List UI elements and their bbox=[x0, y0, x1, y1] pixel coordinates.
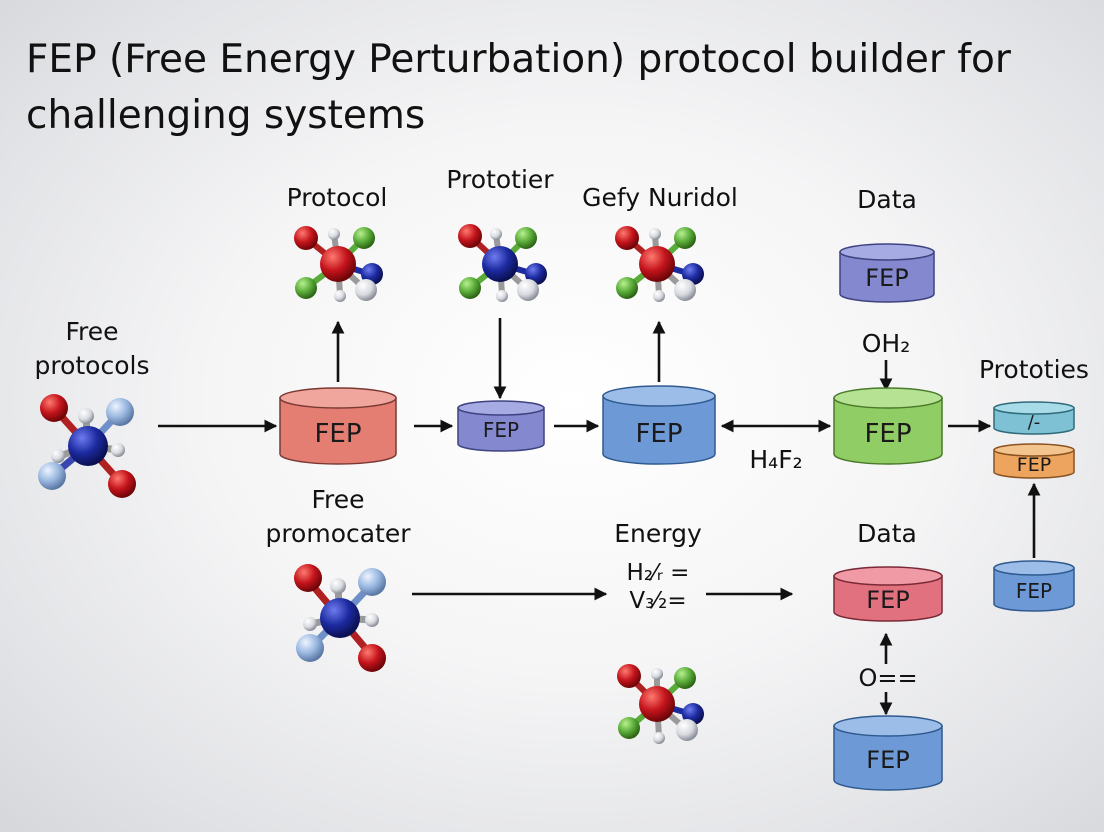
label-prototies: Prototies bbox=[979, 355, 1089, 384]
cylinder-fep-nuridol: FEP bbox=[602, 385, 716, 465]
molecule-free-protocols bbox=[38, 394, 136, 498]
cylinder-label: FEP bbox=[864, 419, 911, 449]
cylinder-fep-right-bottom: FEP bbox=[993, 560, 1075, 612]
cylinder-label: FEP bbox=[314, 419, 361, 449]
cylinder-fep-bottom: FEP bbox=[833, 715, 943, 791]
label-h4f2: H₄F₂ bbox=[749, 445, 802, 474]
label-data-bottom: Data bbox=[857, 519, 917, 548]
molecule-gefy-nuridol bbox=[615, 226, 704, 302]
label-free-promocater-line1: Free bbox=[311, 485, 364, 514]
label-gefy-nuridol: Gefy Nuridol bbox=[582, 183, 738, 212]
label-free-protocols-line1: Free bbox=[65, 317, 118, 346]
label-energy-eq2: V₃⁄₂= bbox=[629, 588, 686, 614]
connector-arrows bbox=[158, 318, 1041, 716]
label-data-top: Data bbox=[857, 185, 917, 214]
cylinder-slash-prototies: /- bbox=[993, 401, 1075, 435]
cylinder-label: FEP bbox=[1016, 579, 1052, 603]
cylinder-fep-data-top: FEP bbox=[839, 243, 935, 303]
cylinder-label: FEP bbox=[865, 264, 908, 292]
cylinder-fep-protocol: FEP bbox=[279, 387, 397, 465]
cylinder-label: FEP bbox=[866, 586, 909, 614]
cylinder-fep-orange: FEP bbox=[993, 443, 1075, 479]
cylinder-label: FEP bbox=[483, 418, 519, 442]
cylinder-label: FEP bbox=[866, 746, 909, 774]
cylinder-label: FEP bbox=[635, 419, 682, 449]
cylinder-fep-data-bottom: FEP bbox=[833, 566, 943, 622]
molecule-free-promocater bbox=[294, 564, 386, 672]
molecule-bottom-center bbox=[617, 664, 704, 744]
cylinder-fep-green: FEP bbox=[833, 387, 943, 465]
label-oh2: OH₂ bbox=[862, 329, 911, 358]
label-prototier: Prototier bbox=[446, 165, 554, 194]
label-free-promocater-line2: promocater bbox=[265, 519, 411, 548]
label-o-eq: O== bbox=[858, 664, 917, 692]
page-title: FEP (Free Energy Perturbation) protocol … bbox=[26, 37, 1011, 138]
label-energy-eq1: H₂⁄ᵣ = bbox=[627, 560, 690, 586]
molecule-prototier bbox=[458, 224, 547, 302]
label-energy: Energy bbox=[614, 519, 702, 548]
label-free-protocols-line2: protocols bbox=[34, 351, 149, 380]
label-protocol: Protocol bbox=[287, 183, 388, 212]
cylinder-label: FEP bbox=[1017, 454, 1051, 476]
cylinder-label: /- bbox=[1028, 412, 1041, 433]
cylinder-fep-prototier: FEP bbox=[457, 400, 545, 452]
molecule-protocol bbox=[294, 226, 383, 302]
